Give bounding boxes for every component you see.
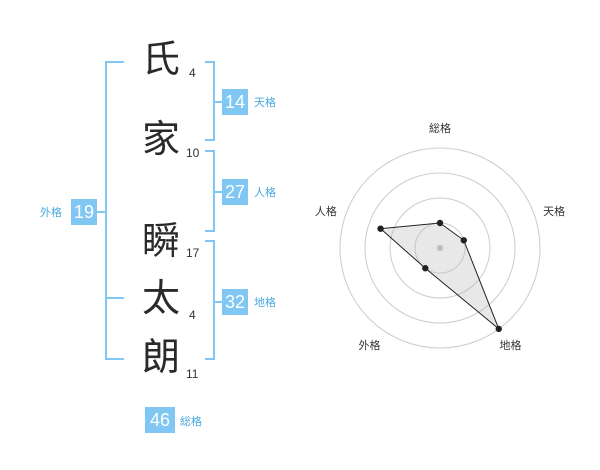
- tenkaku-label: 天格: [254, 96, 276, 109]
- jinkaku-bracket-top: [205, 150, 215, 152]
- radar-axis-label-天格: 天格: [543, 204, 565, 218]
- chikaku-bracket-stub: [215, 301, 222, 303]
- jinkaku-bracket-stub: [215, 191, 222, 193]
- tenkaku-bracket-vertical: [213, 61, 215, 141]
- chikaku-bracket-bottom: [205, 358, 215, 360]
- gaikaku-bracket-vertical: [105, 61, 107, 360]
- gaikaku-label: 外格: [40, 206, 62, 219]
- radar-grid-ring-2: [389, 197, 491, 299]
- name-char-3: 瞬: [141, 219, 180, 263]
- name-char-4: 太: [141, 276, 180, 320]
- chikaku-label: 地格: [254, 296, 276, 309]
- gaikaku-badge: 19: [71, 199, 97, 225]
- gaikaku-bracket-bottom: [105, 358, 124, 360]
- radar-series-area: [379, 222, 500, 330]
- stroke-count-1: 4: [189, 66, 196, 80]
- stroke-count-3: 17: [186, 246, 200, 260]
- jinkaku-badge: 27: [222, 179, 248, 205]
- radar-axis-label-外格: 外格: [358, 338, 380, 352]
- radar-point-外格: [422, 265, 429, 272]
- radar-axis-label-人格: 人格: [315, 204, 337, 218]
- name-char-2: 家: [141, 117, 180, 161]
- radar-point-人格: [377, 225, 384, 232]
- tenkaku-badge: 14: [222, 89, 248, 115]
- tenkaku-bracket-bottom: [205, 139, 215, 141]
- name-char-1: 氏: [141, 37, 180, 81]
- radar-axis-label-総格: 総格: [429, 121, 451, 135]
- gaikaku-bracket-stub: [97, 211, 105, 213]
- stroke-count-5: 11: [186, 367, 199, 381]
- stroke-count-4: 4: [189, 308, 196, 322]
- chikaku-bracket-vertical: [213, 240, 215, 360]
- radar-grid-ring-4: [339, 147, 541, 349]
- radar-center-dot: [437, 245, 443, 251]
- radar-point-天格: [460, 237, 467, 244]
- radar-axis-label-地格: 地格: [500, 338, 522, 352]
- radar-grid-ring-3: [364, 172, 516, 324]
- soukaku-label: 総格: [180, 415, 202, 428]
- jinkaku-label: 人格: [254, 186, 276, 199]
- tenkaku-bracket-stub: [215, 101, 222, 103]
- gaikaku-bracket-mid: [105, 297, 124, 299]
- jinkaku-bracket-vertical: [213, 150, 215, 232]
- soukaku-badge: 46: [145, 407, 175, 433]
- jinkaku-bracket-bottom: [205, 230, 215, 232]
- gaikaku-bracket-top: [105, 61, 124, 63]
- chikaku-badge: 32: [222, 289, 248, 315]
- radar-point-地格: [495, 325, 502, 333]
- stroke-count-2: 10: [186, 146, 200, 160]
- radar-point-総格: [436, 219, 444, 227]
- name-char-5: 朗: [141, 335, 180, 379]
- chikaku-bracket-top: [205, 240, 215, 242]
- tenkaku-bracket-top: [205, 61, 215, 63]
